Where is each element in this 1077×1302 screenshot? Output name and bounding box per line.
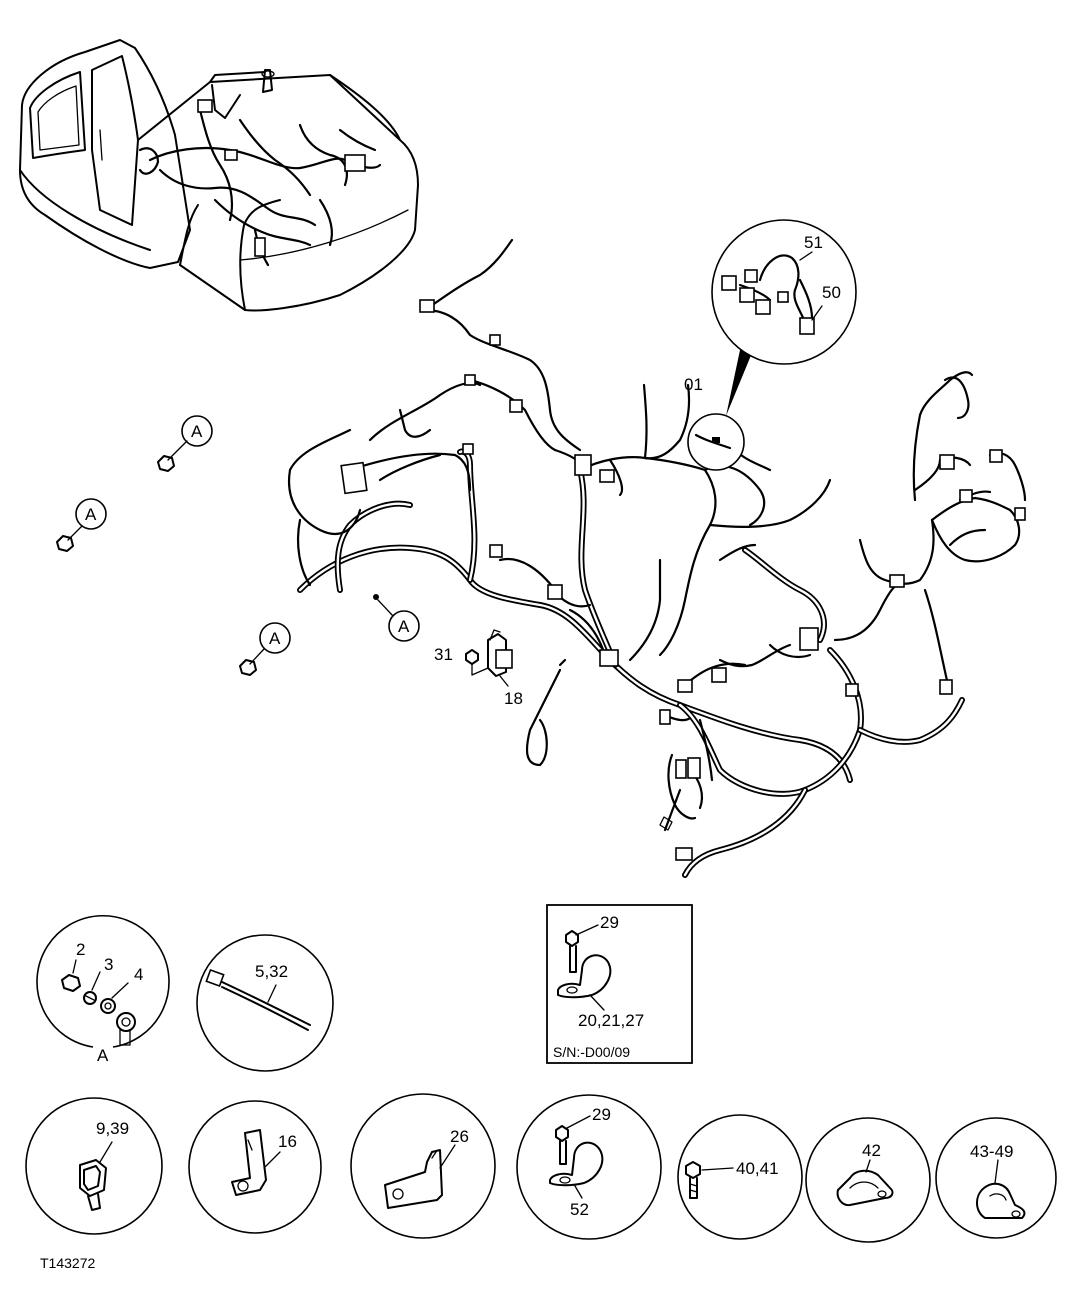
detail-clamp-serial-box <box>546 904 693 1064</box>
main-wiring-harness <box>287 238 1027 878</box>
detail-bracket-16 <box>188 1100 322 1234</box>
nut-reference-a-middle <box>373 594 420 642</box>
label-clamp-52: 52 <box>570 1200 589 1219</box>
detail-clip-9-39 <box>25 1097 163 1235</box>
label-bolt-29-box: 29 <box>600 913 619 932</box>
callout-connector-51: 51 <box>804 233 823 252</box>
detail-nut-washer-set <box>36 915 170 1048</box>
connector-detail-50-51 <box>711 219 857 365</box>
figure-id: T143272 <box>40 1255 95 1271</box>
label-bracket-26: 26 <box>450 1127 469 1146</box>
label-serial-range: S/N:-D00/09 <box>553 1044 630 1060</box>
label-part-3: 3 <box>104 955 113 974</box>
callout-part-31: 31 <box>434 645 453 664</box>
callout-a-left: A <box>85 505 97 524</box>
bracket-part-18 <box>465 629 513 687</box>
detail-cable-tie <box>196 934 334 1072</box>
callout-a-middle: A <box>398 617 410 636</box>
excavator-overview-drawing <box>19 39 419 312</box>
label-bracket-16: 16 <box>278 1132 297 1151</box>
detail-bolt-40-41 <box>677 1114 803 1240</box>
callout-connector-50: 50 <box>822 283 841 302</box>
callout-part-18: 18 <box>504 689 523 708</box>
detail-clamp-52 <box>516 1094 662 1240</box>
label-bolt-40-41: 40,41 <box>736 1159 779 1178</box>
nut-reference-a-left <box>56 498 107 552</box>
label-cable-tie: 5,32 <box>255 962 288 981</box>
callout-a-upper: A <box>191 422 203 441</box>
detail-clamp-42 <box>805 1117 931 1243</box>
callout-a-lower: A <box>269 629 281 648</box>
label-clamp-42: 42 <box>862 1141 881 1160</box>
label-clamp-43-49: 43-49 <box>970 1142 1013 1161</box>
label-group-a: A <box>97 1046 109 1065</box>
label-part-4: 4 <box>134 965 143 984</box>
nut-reference-a-lower <box>239 622 291 676</box>
label-clamp-20-21-27: 20,21,27 <box>578 1011 644 1030</box>
detail-clamp-43-49 <box>935 1117 1057 1239</box>
detail-bracket-26 <box>350 1093 496 1239</box>
label-part-2: 2 <box>76 940 85 959</box>
nut-reference-a-upper <box>157 415 213 472</box>
callout-harness-01: 01 <box>684 375 703 394</box>
label-bolt-29: 29 <box>592 1105 611 1124</box>
label-clip-9-39: 9,39 <box>96 1119 129 1138</box>
